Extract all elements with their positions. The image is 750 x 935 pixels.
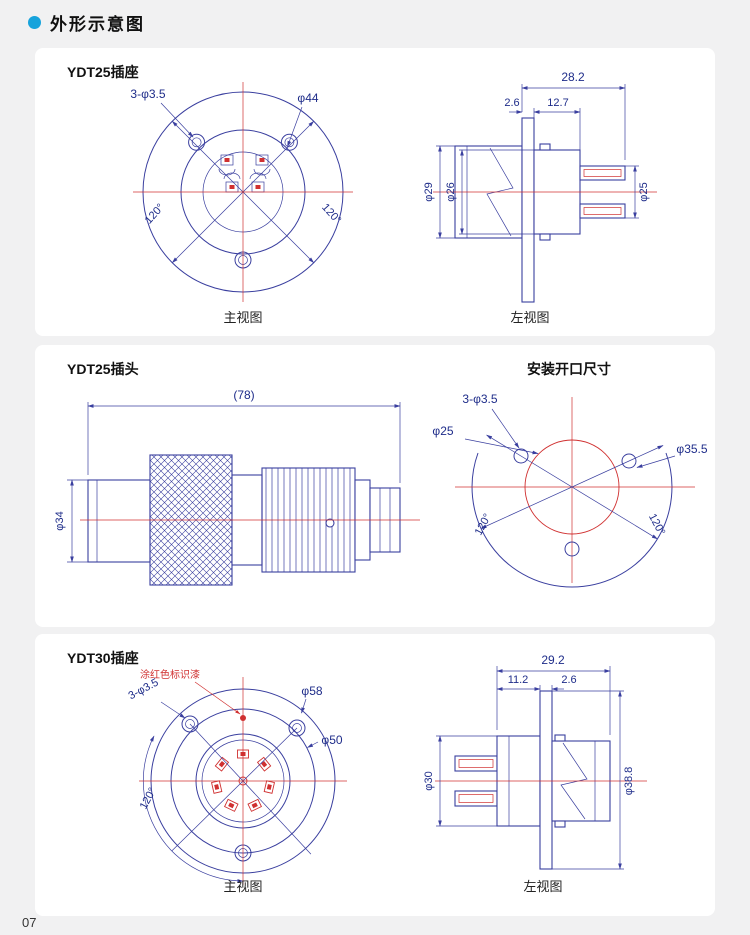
opening-inner-label: φ25 bbox=[432, 424, 453, 438]
front-view: 3-φ3.5 φ44 120° 120° 主视图 bbox=[130, 82, 353, 325]
panel-ydt30-socket: YDT30插座 bbox=[35, 634, 715, 916]
dim-d1-label: φ30 bbox=[423, 771, 435, 790]
side-view-caption: 左视图 bbox=[510, 310, 549, 325]
dim-d3-label: φ25 bbox=[638, 182, 650, 201]
dim-flange-label: 2.6 bbox=[561, 674, 576, 686]
opening-bolt-label: φ35.5 bbox=[676, 442, 707, 456]
page-title: 外形示意图 bbox=[50, 15, 145, 34]
mounting-opening-title: 安装开口尺寸 bbox=[527, 361, 611, 377]
dim-total-label: 29.2 bbox=[541, 653, 565, 667]
dim-outer-label: φ58 bbox=[301, 684, 322, 698]
panel-ydt25-socket-title: YDT25插座 bbox=[67, 64, 139, 80]
opening-holes-label: 3-φ3.5 bbox=[462, 392, 497, 406]
contacts bbox=[218, 154, 271, 193]
angle-label: 120° bbox=[138, 786, 159, 812]
dim-diameter-label: φ34 bbox=[54, 511, 66, 530]
ydt30-socket-drawing: 涂红色标识漆 3-φ3.5 φ58 φ50 120° 主视图 bbox=[127, 653, 647, 894]
panel-ydt25-plug-title: YDT25插头 bbox=[67, 361, 139, 377]
angle-right-label: 120° bbox=[319, 202, 343, 227]
ydt25-plug-drawing: (78) φ34 3-φ3.5 φ25 bbox=[54, 388, 708, 588]
bullet-icon bbox=[28, 16, 41, 29]
side-view-caption: 左视图 bbox=[523, 879, 562, 894]
dim-total-label: 28.2 bbox=[561, 70, 585, 84]
ydt25-socket-drawing: 3-φ3.5 φ44 120° 120° 主视图 bbox=[130, 70, 657, 325]
dim-d1-label: φ29 bbox=[423, 182, 435, 201]
page-number: 07 bbox=[22, 915, 37, 930]
red-paint-note: 涂红色标识漆 bbox=[140, 668, 200, 681]
side-view: 29.2 11.2 2.6 φ30 φ38.8 左视图 bbox=[423, 653, 647, 894]
panel-ydt25-socket: YDT25插座 bbox=[35, 48, 715, 336]
page-header: 外形示意图 bbox=[28, 10, 145, 35]
front-view: 涂红色标识漆 3-φ3.5 φ58 φ50 120° 主视图 bbox=[127, 668, 347, 894]
mounting-opening-view: 3-φ3.5 φ25 φ35.5 120° 120° bbox=[432, 392, 708, 588]
angle-left-label: 120° bbox=[143, 202, 167, 227]
dim-outer-label: φ44 bbox=[297, 91, 318, 105]
plug-view: (78) φ34 bbox=[54, 388, 420, 586]
dim-d2-label: φ38.8 bbox=[623, 767, 635, 796]
side-view: 28.2 2.6 12.7 φ29 φ26 φ25 左视图 bbox=[423, 70, 657, 325]
dim-holes-label: 3-φ3.5 bbox=[130, 87, 165, 101]
dim-d2-label: φ26 bbox=[445, 182, 457, 201]
dim-left-label: 11.2 bbox=[508, 674, 529, 686]
dim-inner-label: φ50 bbox=[321, 733, 342, 747]
panel-ydt30-socket-title: YDT30插座 bbox=[67, 650, 139, 666]
panel-ydt25-plug: YDT25插头 安装开口尺寸 bbox=[35, 345, 715, 627]
dim-body-label: 12.7 bbox=[547, 97, 568, 109]
dim-flange-label: 2.6 bbox=[504, 97, 519, 109]
front-view-caption: 主视图 bbox=[223, 310, 262, 325]
front-view-caption: 主视图 bbox=[223, 879, 262, 894]
dim-length-label: (78) bbox=[233, 388, 254, 402]
